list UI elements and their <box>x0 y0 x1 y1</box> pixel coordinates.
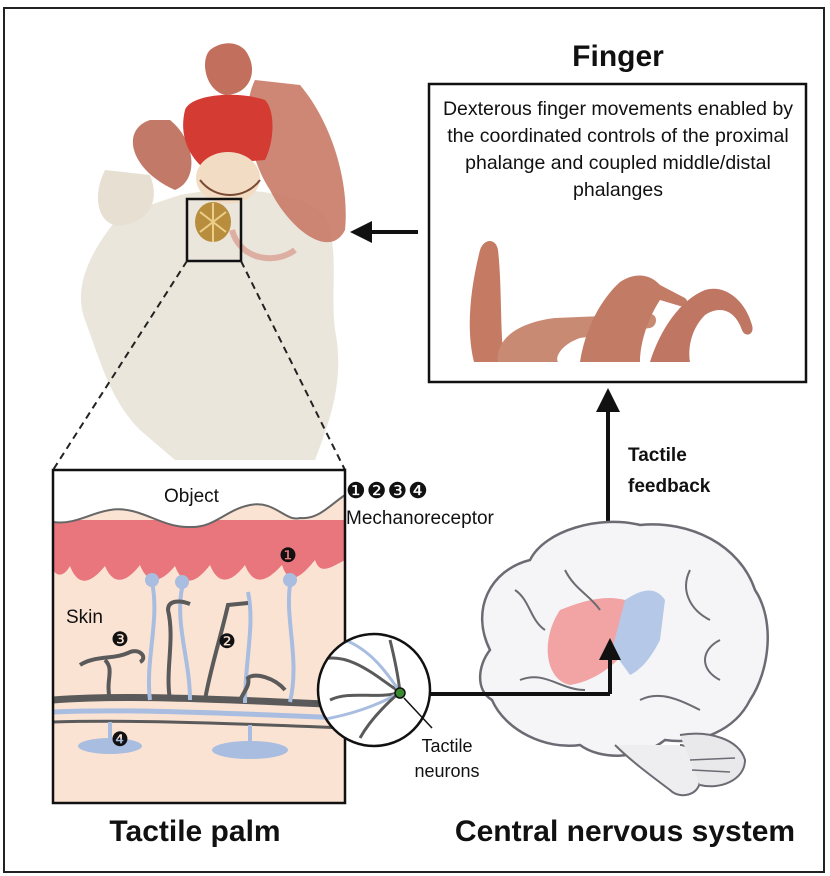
mechanoreceptor-numbers: ❶❷❸❹ <box>346 478 429 504</box>
tactile-feedback-label: Tactile feedback <box>628 440 710 502</box>
hand-illustration <box>81 43 346 460</box>
arrow-to-hand-head <box>350 221 372 243</box>
receptor-marker-2: ❷ <box>218 629 236 654</box>
receptor-marker-3: ❸ <box>111 627 129 652</box>
feedback-arrow-head <box>596 388 620 412</box>
receptor-marker-1: ❶ <box>279 543 297 568</box>
object-label: Object <box>164 486 219 508</box>
finger-title: Finger <box>430 40 806 74</box>
cns-title: Central nervous system <box>425 815 825 849</box>
tactile-neurons-label: Tactile neurons <box>404 734 490 784</box>
finger-description: Dexterous finger movements enabled by th… <box>432 96 804 204</box>
neuron-magnifier <box>318 634 432 746</box>
brain-illustration <box>480 522 768 795</box>
mechanoreceptor-label: Mechanoreceptor <box>346 508 494 530</box>
receptor-marker-4: ❹ <box>111 727 129 752</box>
skin-label: Skin <box>66 607 103 629</box>
tactile-palm-title: Tactile palm <box>20 815 370 849</box>
skin-section <box>53 470 345 803</box>
